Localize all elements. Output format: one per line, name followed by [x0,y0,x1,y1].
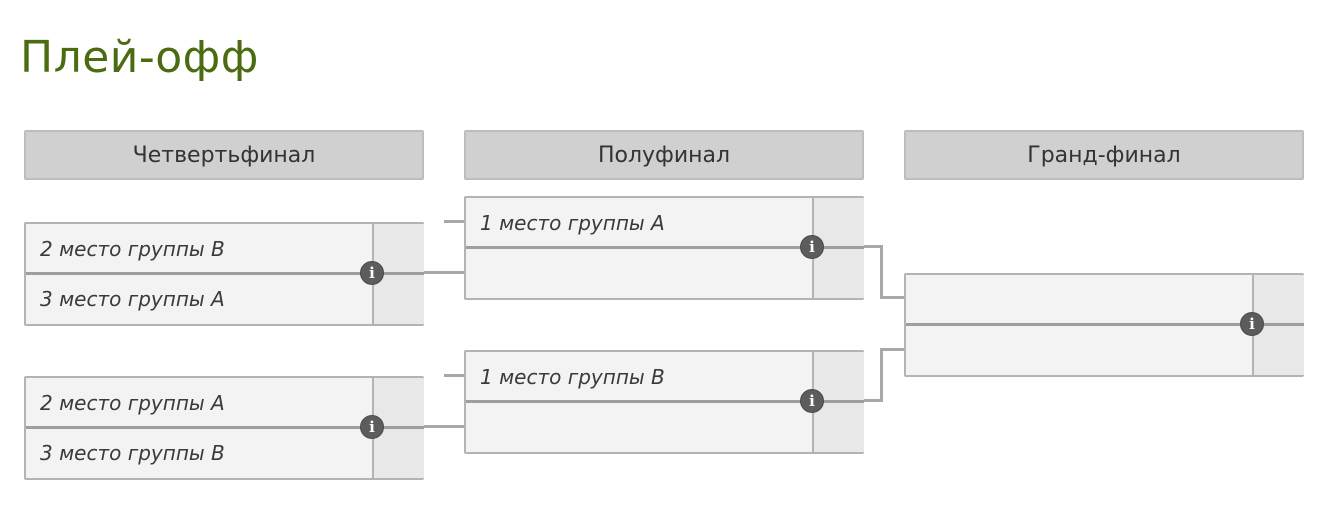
info-icon[interactable]: i [1240,312,1264,336]
match-slot-bottom[interactable] [906,325,1252,375]
match-divider [26,272,424,275]
match-grand-final[interactable]: i [904,273,1304,377]
info-icon[interactable]: i [360,415,384,439]
match-slot-top[interactable]: 2 место группы A [40,391,225,415]
info-icon[interactable]: i [800,235,824,259]
round-header-grand-final: Гранд-финал [904,130,1304,180]
match-quarterfinal-1[interactable]: 2 место группы B 3 место группы A i [24,222,424,326]
connector-sf1-gf-h2 [880,296,904,299]
match-semifinal-1[interactable]: 1 место группы A i [464,196,864,300]
round-header-semifinal: Полуфинал [464,130,864,180]
match-divider [26,426,424,429]
connector-sf2-gf-v [880,348,883,402]
match-slot-top[interactable]: 1 место группы A [480,211,665,235]
info-icon[interactable]: i [800,389,824,413]
connector-qf2-sf2 [398,425,464,428]
connector-sf1-gf-v [880,245,883,299]
match-slot-top[interactable] [906,275,1252,325]
match-slot-top[interactable]: 2 место группы B [40,237,225,261]
round-header-quarterfinal: Четвертьфинал [24,130,424,180]
match-slot-bottom[interactable] [466,402,812,452]
match-divider [906,323,1304,326]
match-slot-bottom[interactable]: 3 место группы A [40,287,225,311]
match-divider [466,400,864,403]
connector-stub-sf1 [444,220,464,223]
match-slot-bottom[interactable] [466,248,812,298]
connector-sf2-gf-h2 [880,348,904,351]
match-semifinal-2[interactable]: 1 место группы B i [464,350,864,454]
info-icon[interactable]: i [360,261,384,285]
page-title: Плей-офф [20,32,259,83]
connector-qf1-sf1 [398,271,464,274]
match-slot-top[interactable]: 1 место группы B [480,365,665,389]
match-divider [466,246,864,249]
connector-stub-sf2 [444,374,464,377]
match-quarterfinal-2[interactable]: 2 место группы A 3 место группы B i [24,376,424,480]
match-slot-bottom[interactable]: 3 место группы B [40,441,225,465]
